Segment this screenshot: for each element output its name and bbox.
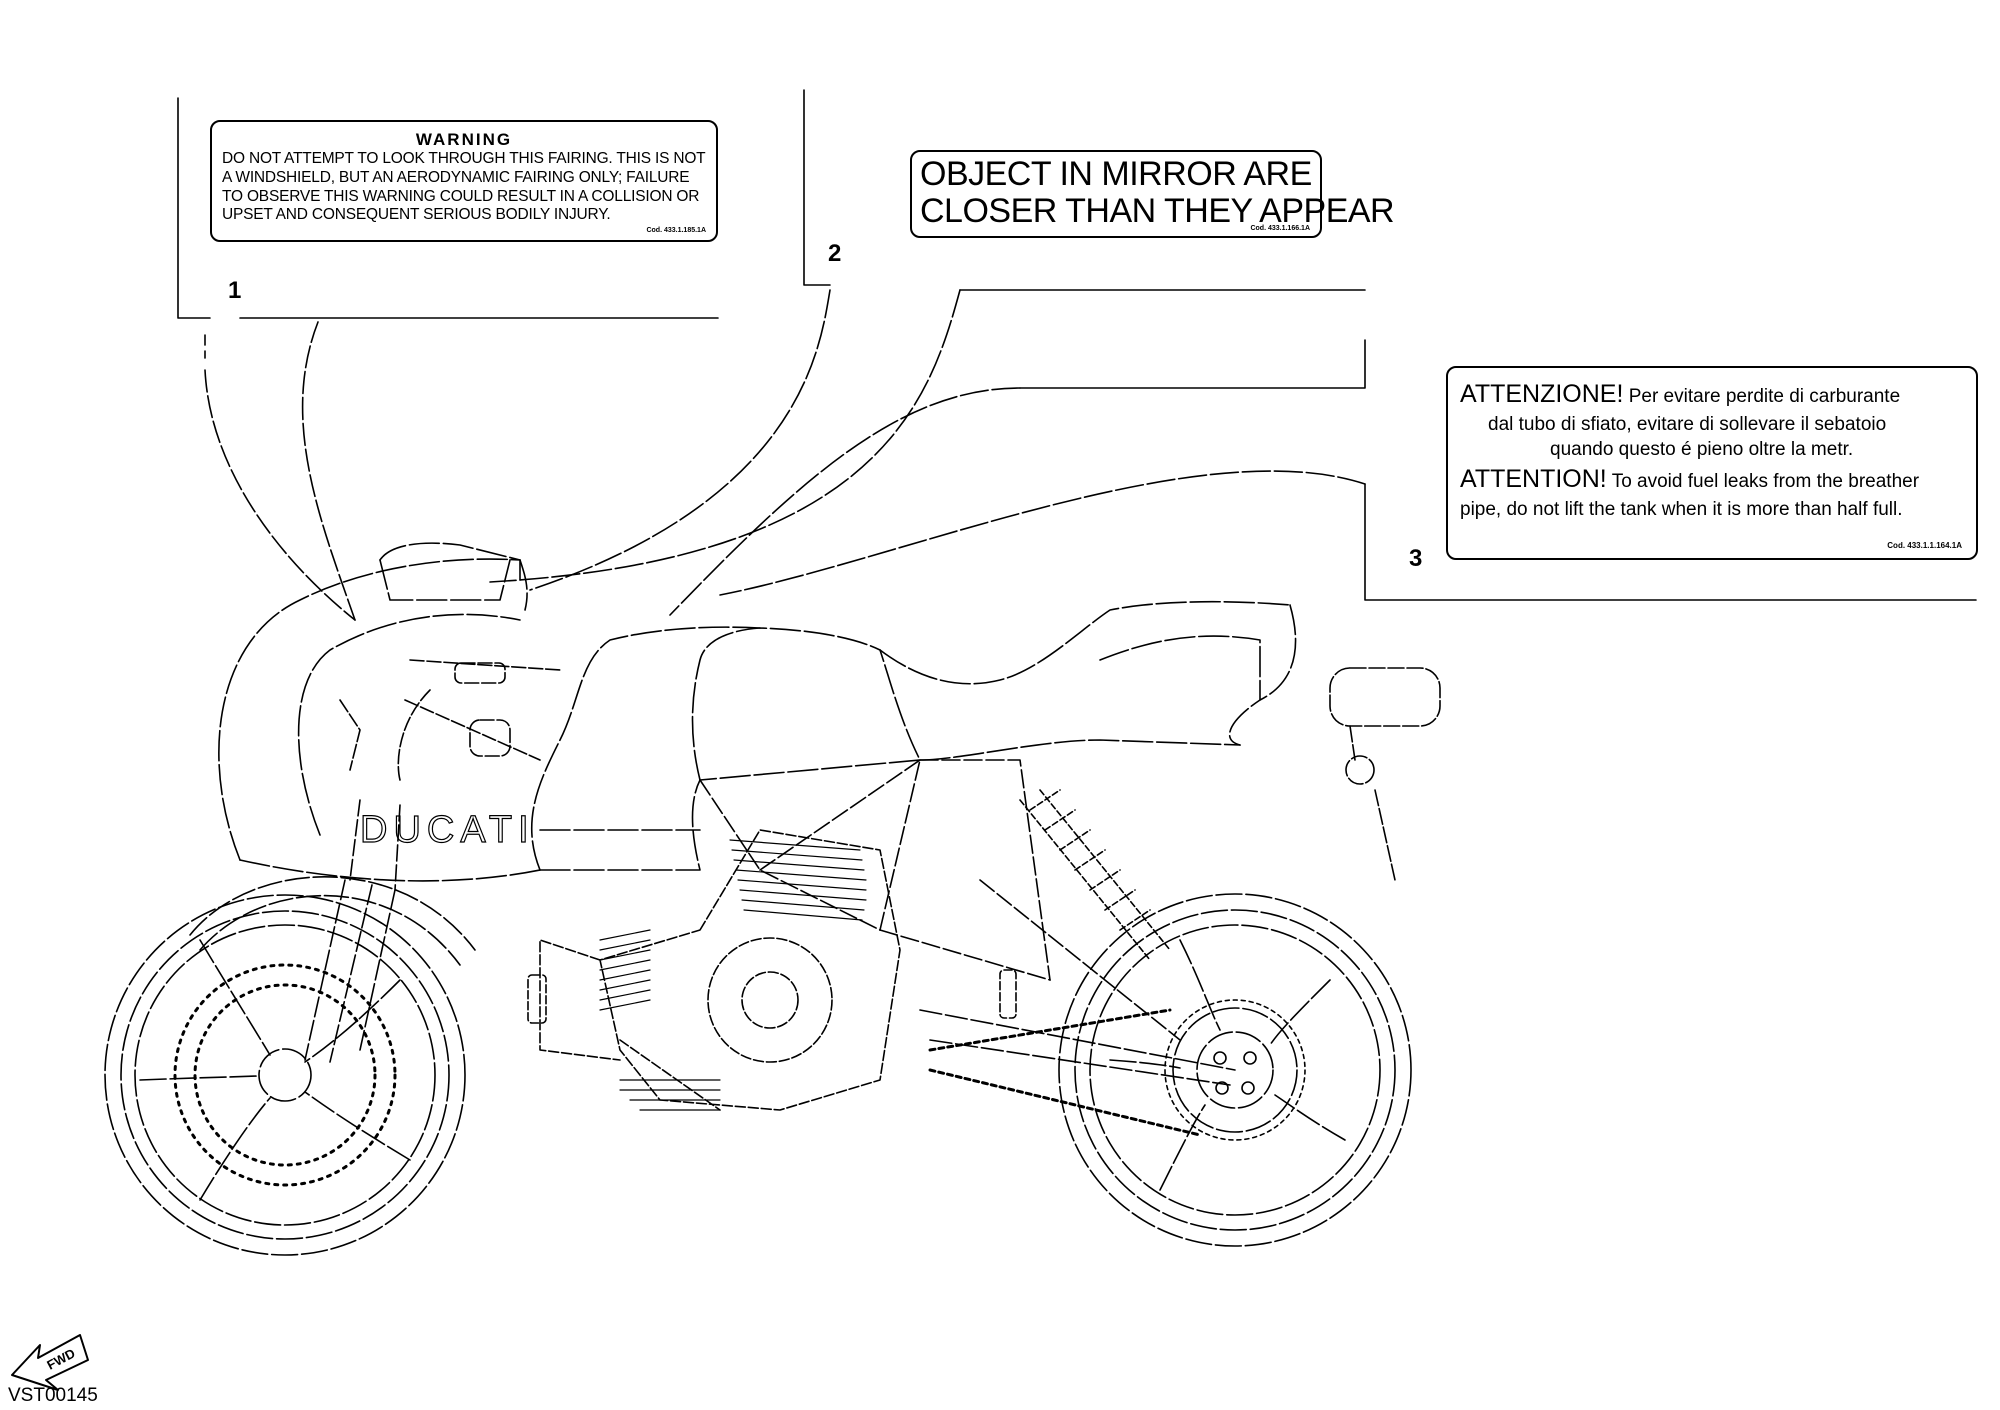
rear-sprocket [1164, 999, 1306, 1141]
warning-code: Cod. 433.1.185.1A [646, 227, 706, 234]
engine [539, 829, 901, 1111]
mirror-line: CLOSER THAN THEY APPEAR [920, 191, 1395, 230]
callout-number-1: 1 [228, 277, 242, 304]
fuel-decal: ATTENZIONE! Per evitare perdite di carbu… [1446, 366, 1978, 560]
callout-bracket-2 [489, 89, 1366, 591]
reference-code: VST00145 [8, 1385, 98, 1406]
rear-wheel [1058, 893, 1412, 1247]
swingarm [919, 1009, 1236, 1086]
fwd-arrow-text: FWD [44, 1346, 77, 1373]
drive-chain [928, 1008, 1202, 1137]
fuel-it-line3: quando questo é pieno oltre la metr. [1550, 439, 1854, 461]
mirror-decal: OBJECT IN MIRROR ARE CLOSER THAN THEY AP… [910, 150, 1395, 238]
cylinder-fins [599, 839, 867, 1111]
fuel-code: Cod. 433.1.1.164.1A [1887, 541, 1962, 550]
warning-line: DO NOT ATTEMPT TO LOOK THROUGH THIS FAIR… [222, 150, 706, 168]
warning-decal: WARNING DO NOT ATTEMPT TO LOOK THROUGH T… [210, 120, 718, 242]
front-fairing [218, 542, 541, 882]
callout-bracket-3 [669, 339, 1977, 616]
front-fork [304, 799, 401, 1063]
fuel-en-line1: ATTENTION! To avoid fuel leaks from the … [1460, 463, 1964, 497]
handlebar-assembly [339, 659, 561, 781]
front-wheel [104, 894, 466, 1256]
mirror-line: OBJECT IN MIRROR ARE [920, 155, 1312, 193]
rear-shock [1019, 789, 1171, 961]
front-mudguard [189, 876, 476, 951]
fuel-it-heading: ATTENZIONE! [1460, 380, 1624, 408]
tail-light [1329, 667, 1441, 881]
trellis-frame [699, 759, 1181, 1041]
warning-line: TO OBSERVE THIS WARNING COULD RESULT IN … [222, 187, 700, 205]
fuel-en-text: To avoid fuel leaks from the breather [1606, 471, 1920, 493]
callout-number-2: 2 [828, 240, 842, 267]
fwd-arrow-icon [11, 1334, 89, 1391]
seat-tail [879, 600, 1297, 761]
foot-pegs [527, 969, 1017, 1024]
fuel-it-text: Per evitare perdite di carburante [1623, 386, 1901, 407]
fuel-it-line2: dal tubo di sfiato, evitare di sollevare… [1488, 413, 1887, 435]
warning-line: UPSET AND CONSEQUENT SERIOUS BODILY INJU… [222, 206, 611, 224]
callout-bracket-1 [177, 97, 719, 621]
mirror-code: Cod. 433.1.166.1A [1250, 225, 1310, 232]
warning-line: A WINDSHIELD, BUT AN AERODYNAMIC FAIRING… [222, 168, 690, 186]
fuel-en-heading: ATTENTION! [1460, 465, 1607, 494]
fuel-en-line2: pipe, do not lift the tank when it is mo… [1460, 498, 1903, 520]
fairing-brand-text: DUCATI [360, 809, 535, 851]
front-brake-disc [173, 963, 397, 1187]
fuel-it-line1: ATTENZIONE! Per evitare perdite di carbu… [1460, 378, 1964, 412]
warning-title: WARNING [415, 130, 513, 149]
fuel-tank [531, 626, 921, 871]
callout-number-3: 3 [1409, 545, 1423, 572]
